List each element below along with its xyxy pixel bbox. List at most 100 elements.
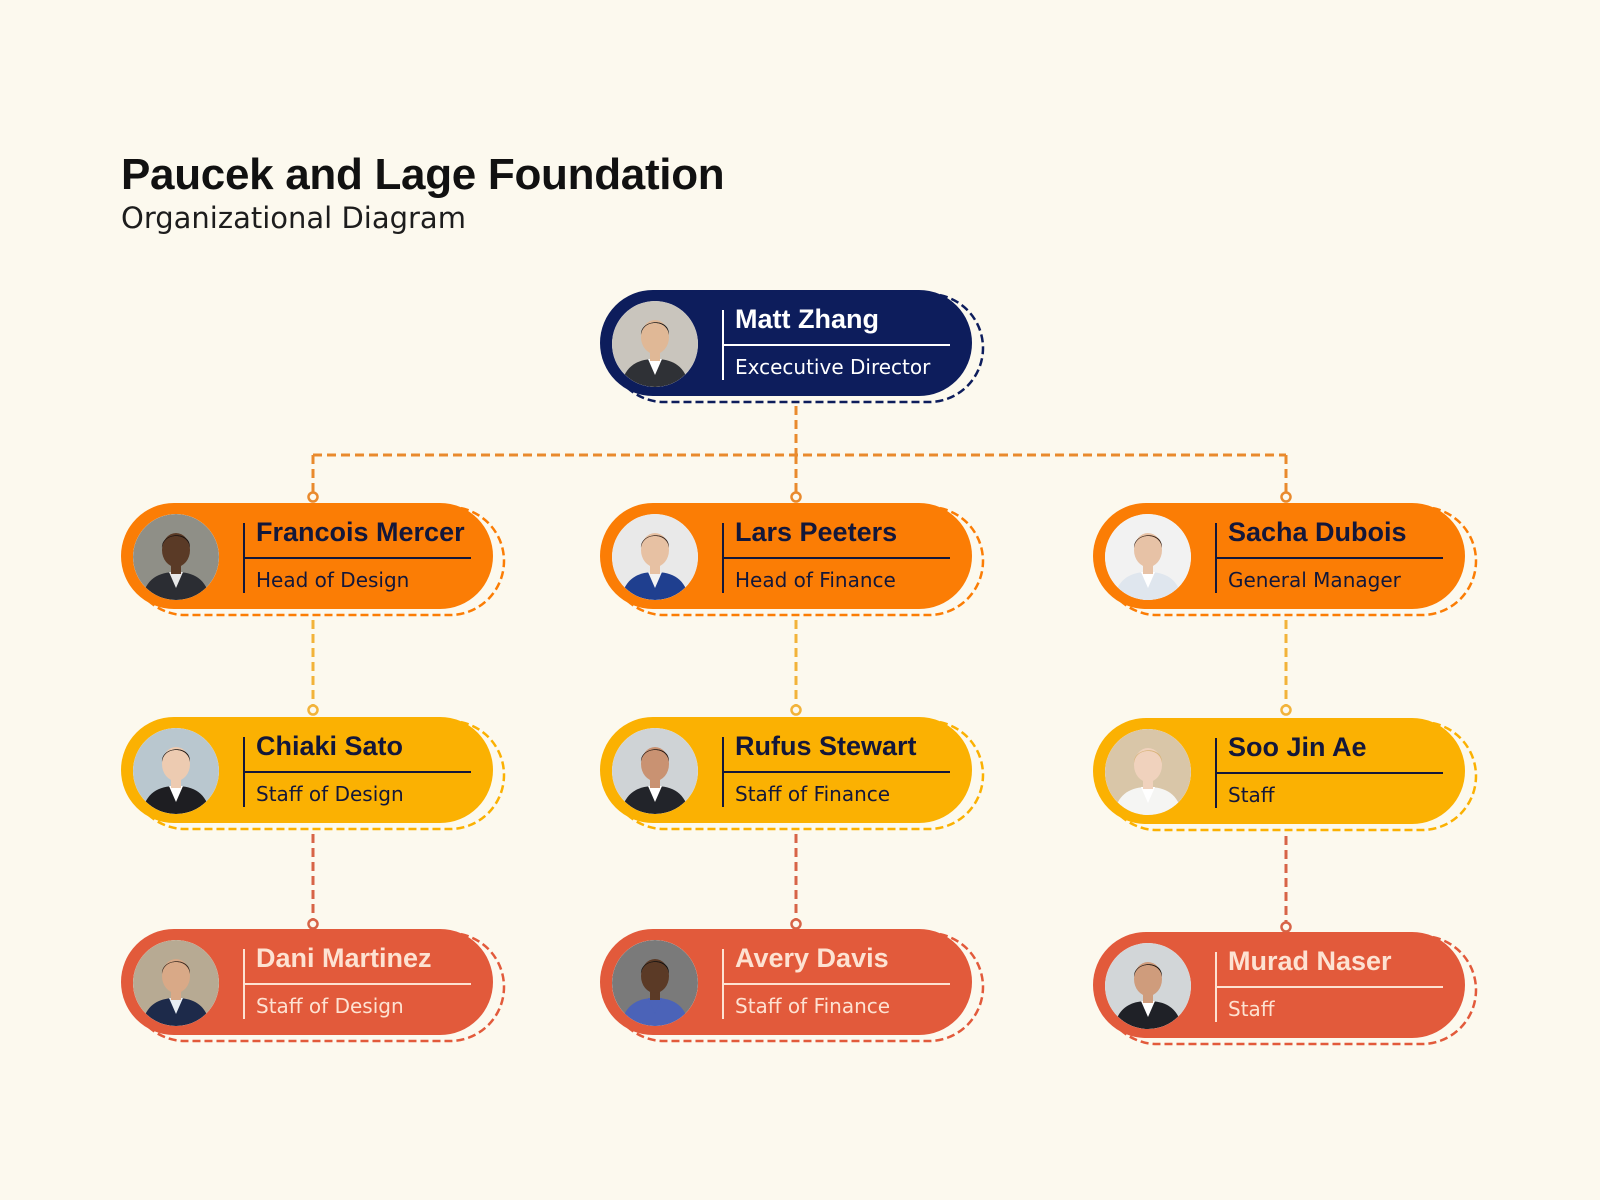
card-body <box>1093 718 1465 824</box>
person-role: Staff of Finance <box>735 994 891 1018</box>
card-pill-shape <box>1093 932 1478 1046</box>
portrait-illustration <box>612 301 698 387</box>
card-body <box>600 503 972 609</box>
connector-level-2 <box>311 620 1288 708</box>
portrait-illustration <box>1105 943 1191 1029</box>
card-divider-horizontal <box>243 557 471 559</box>
card-pill-shape <box>600 290 985 404</box>
card-dashed-outline <box>1101 505 1478 617</box>
portrait-illustration <box>612 514 698 600</box>
card-pill-shape <box>1093 503 1478 617</box>
card-divider-horizontal <box>722 344 950 346</box>
avatar <box>612 728 698 814</box>
person-role: Head of Design <box>256 568 410 592</box>
connector-dot <box>1280 704 1292 716</box>
diagram-subtitle: Organizational Diagram <box>121 201 466 235</box>
connector-level-3 <box>311 834 1288 925</box>
person-role: Staff of Design <box>256 994 404 1018</box>
card-divider-horizontal <box>722 557 950 559</box>
card-divider-horizontal <box>722 983 950 985</box>
card-dashed-outline <box>608 719 985 831</box>
portrait-illustration <box>1105 729 1191 815</box>
card-body <box>1093 932 1465 1038</box>
card-divider-horizontal <box>1215 557 1443 559</box>
portrait-illustration <box>133 940 219 1026</box>
card-dashed-outline <box>129 505 506 617</box>
avatar <box>612 514 698 600</box>
card-divider-horizontal <box>243 771 471 773</box>
person-name: Sacha Dubois <box>1228 517 1407 547</box>
card-body <box>600 717 972 823</box>
card-pill-shape <box>600 929 985 1043</box>
card-pill-shape <box>1093 718 1478 832</box>
portrait-illustration <box>133 514 219 600</box>
card-pill-shape <box>121 717 506 831</box>
card-pill-shape <box>121 929 506 1043</box>
person-role: Excecutive Director <box>735 355 931 379</box>
person-role: Staff <box>1228 783 1275 807</box>
person-name: Avery Davis <box>735 943 889 973</box>
card-body <box>600 929 972 1035</box>
card-pill-shape <box>600 717 985 831</box>
avatar <box>1105 514 1191 600</box>
portrait-illustration <box>1105 514 1191 600</box>
person-role: Staff of Design <box>256 782 404 806</box>
connector-level-1 <box>311 406 1288 496</box>
person-name: Soo Jin Ae <box>1228 732 1367 762</box>
card-body <box>600 290 972 396</box>
avatar <box>133 514 219 600</box>
portrait-illustration <box>133 728 219 814</box>
card-dashed-outline <box>608 292 985 404</box>
card-divider-horizontal <box>1215 772 1443 774</box>
card-dashed-outline <box>129 719 506 831</box>
card-dashed-outline <box>129 931 506 1043</box>
person-card-soo-jin-ae[interactable]: Soo Jin Ae Staff <box>1093 718 1478 832</box>
person-name: Matt Zhang <box>735 304 879 334</box>
person-name: Rufus Stewart <box>735 731 917 761</box>
connector-dot <box>1280 491 1292 503</box>
person-role: Head of Finance <box>735 568 896 592</box>
avatar <box>1105 943 1191 1029</box>
person-name: Lars Peeters <box>735 517 898 547</box>
person-name: Francois Mercer <box>256 517 465 547</box>
card-pill-shape <box>121 503 506 617</box>
card-divider-horizontal <box>243 983 471 985</box>
card-divider-horizontal <box>1215 986 1443 988</box>
card-body <box>121 929 493 1035</box>
diagram-title: Paucek and Lage Foundation <box>121 150 725 199</box>
connector-dot <box>790 918 802 930</box>
card-body <box>121 717 493 823</box>
avatar <box>133 940 219 1026</box>
person-role: General Manager <box>1228 568 1401 592</box>
card-dashed-outline <box>1101 934 1478 1046</box>
connector-dot <box>307 491 319 503</box>
person-name: Dani Martinez <box>256 943 432 973</box>
person-name: Chiaki Sato <box>256 731 404 761</box>
portrait-illustration <box>612 940 698 1026</box>
connector-dot <box>307 918 319 930</box>
avatar <box>612 301 698 387</box>
card-body <box>1093 503 1465 609</box>
avatar <box>1105 729 1191 815</box>
connector-dot <box>1280 921 1292 933</box>
connector-dot <box>790 491 802 503</box>
person-role: Staff <box>1228 997 1275 1021</box>
card-body <box>121 503 493 609</box>
connector-dot <box>307 704 319 716</box>
portrait-illustration <box>612 728 698 814</box>
avatar <box>133 728 219 814</box>
card-pill-shape <box>600 503 985 617</box>
avatar <box>612 940 698 1026</box>
card-dashed-outline <box>1101 720 1478 832</box>
person-role: Staff of Finance <box>735 782 891 806</box>
